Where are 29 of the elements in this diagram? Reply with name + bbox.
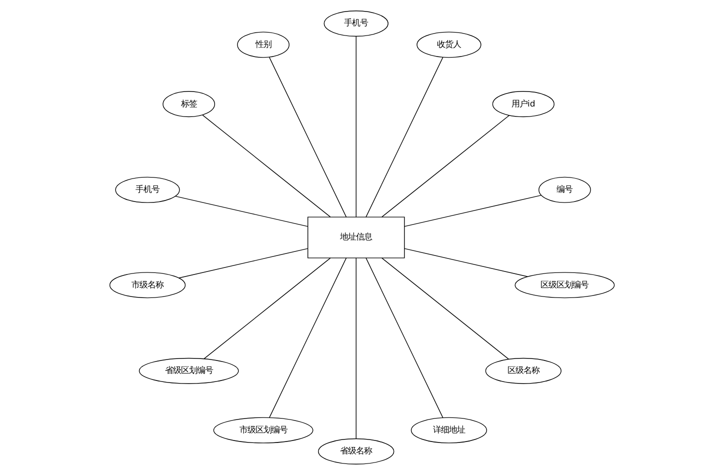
node-ellipse: 用户id xyxy=(492,91,554,118)
connector xyxy=(202,114,330,218)
node-ellipse: 手机号 xyxy=(323,10,388,37)
node-ellipse: 性别 xyxy=(236,32,289,58)
connector xyxy=(355,36,356,218)
node-ellipse: 详细地址 xyxy=(410,417,487,444)
connector xyxy=(268,56,346,218)
connector xyxy=(203,258,330,360)
connector xyxy=(404,248,528,277)
node-ellipse: 省级名称 xyxy=(318,438,394,464)
node-ellipse: 区级区划编号 xyxy=(514,272,614,298)
node-ellipse: 市级名称 xyxy=(108,272,186,298)
connector xyxy=(268,258,346,418)
node-ellipse: 省级区划编号 xyxy=(138,358,238,384)
connector xyxy=(174,196,308,227)
connector xyxy=(404,194,541,227)
node-ellipse: 区级名称 xyxy=(484,358,561,384)
connector xyxy=(365,56,443,218)
connector xyxy=(381,115,510,218)
connector xyxy=(355,258,356,440)
connector xyxy=(365,258,443,418)
node-box: 地址信息 xyxy=(306,216,404,258)
connector xyxy=(381,258,508,360)
node-ellipse: 编号 xyxy=(538,176,590,203)
node-ellipse: 市级区划编号 xyxy=(212,417,313,444)
connector xyxy=(178,248,308,278)
node-ellipse: 手机号 xyxy=(114,176,180,203)
node-ellipse: 收货人 xyxy=(416,32,481,58)
node-ellipse: 标签 xyxy=(162,91,215,118)
